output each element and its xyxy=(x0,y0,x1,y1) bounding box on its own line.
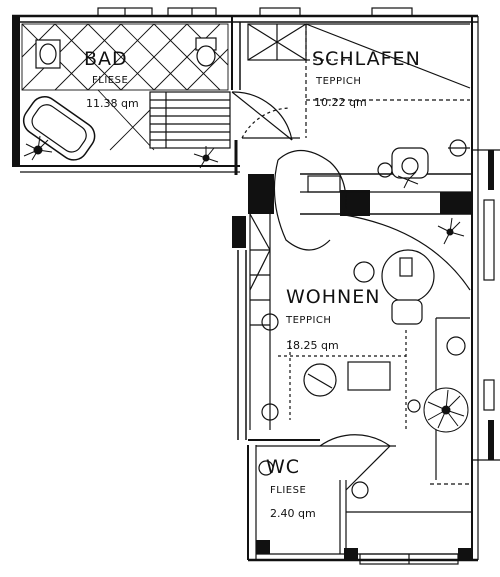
room-area-schlafen: 10.22 qm xyxy=(314,96,367,109)
room-area-wc: 2.40 qm xyxy=(270,507,316,520)
room-name-bad: BAD xyxy=(84,48,128,70)
room-floor-wc: FLIESE xyxy=(270,485,307,496)
living-furniture xyxy=(261,214,471,491)
room-floor-schlafen: TEPPICH xyxy=(316,76,362,87)
bedroom-furniture xyxy=(241,23,471,179)
room-area-wohnen: 18.25 qm xyxy=(286,339,339,352)
bath-tiles xyxy=(21,23,229,151)
windows xyxy=(97,7,495,565)
room-name-schlafen: SCHLAFEN xyxy=(312,48,421,70)
wc-fixtures xyxy=(256,460,472,554)
room-area-bad: 11.38 qm xyxy=(86,97,139,110)
room-name-wohnen: WOHNEN xyxy=(286,286,381,308)
room-floor-wohnen: TEPPICH xyxy=(286,315,332,326)
walls xyxy=(12,14,500,562)
room-floor-bad: FLIESE xyxy=(92,75,129,86)
plant-icon xyxy=(23,135,469,433)
corridor xyxy=(249,149,347,430)
bath-fixtures xyxy=(22,37,293,161)
room-name-wc: WC xyxy=(266,456,301,478)
